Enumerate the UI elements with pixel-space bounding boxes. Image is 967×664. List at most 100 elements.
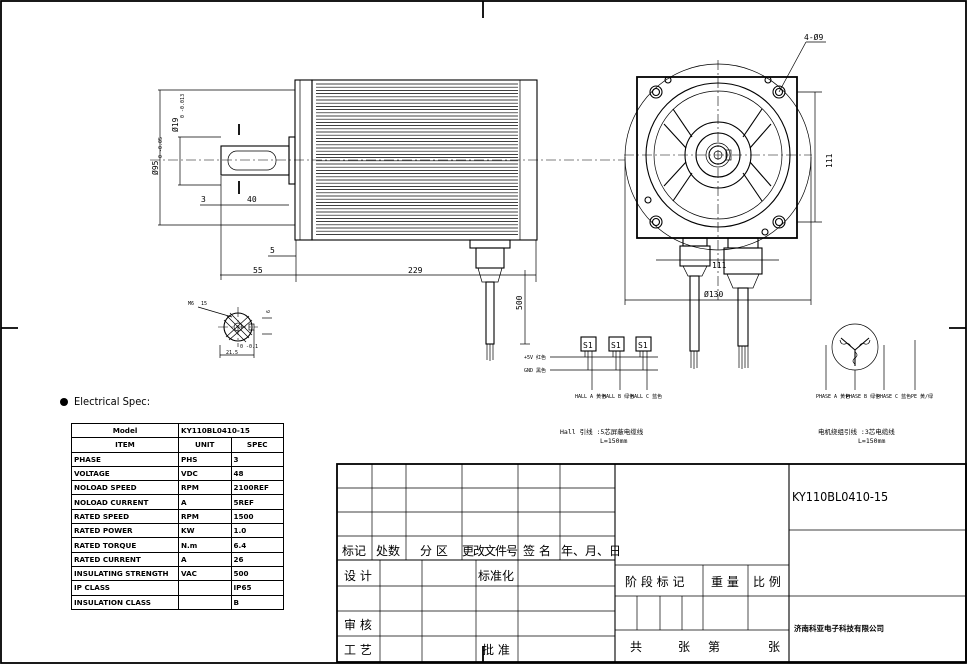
spec-unit: RPM [178,480,232,496]
motor-front-view: 4-Ø9 111 111 Ø130 [624,32,834,369]
dim-40: 40 [247,195,257,204]
spec-item: RATED SPEED [71,508,179,525]
phase-c-label: PHASE C 蓝色 [877,393,911,400]
spec-item: RATED CURRENT [71,551,179,567]
spec-col-unit: UNIT [178,437,232,453]
spec-item: NOLOAD SPEED [71,480,179,496]
hall-gnd-label: GND 黑色 [524,367,546,374]
spec-unit: N.m [178,537,232,553]
spec-unit: VAC [178,565,232,582]
spec-unit: RPM [178,508,232,525]
spec-item: INSULATION CLASS [71,594,179,610]
dim-500: 500 [515,295,524,310]
dim-3: 3 [201,195,206,204]
hall-caption: Hall 引线 :5芯屏蔽电缆线 [560,427,644,436]
spec-col-spec: SPEC [230,437,284,453]
hall-wiring-diagram: S1 S1 S1 +5V 红色 GND 黑色 HALL A 黄色 HALL B … [524,336,662,445]
tb-gongyi: 工 艺 [344,643,372,657]
spec-item: RATED POWER [71,523,179,539]
hall-caption-length: L=150mm [600,437,627,445]
hall-b-label: HALL B 绿色 [603,393,634,400]
tb-jieduan: 阶 段 标 记 [625,575,685,589]
spec-value: 26 [230,551,284,567]
pe-label: PE 黄/绿 [911,393,933,400]
spec-model-label: Model [71,422,179,439]
spec-item: RATED TORQUE [71,537,179,553]
motor-side-view: Ø19 0 -0.013 Ø95 0 -0.05 3 40 5 55 229 5… [150,79,625,361]
hall-a-label: HALL A 黄色 [575,393,606,400]
dim-130: Ø130 [704,289,723,299]
hall-sensor-3: S1 [638,341,648,350]
tb-company: 济南科亚电子科技有限公司 [794,624,884,633]
bullet-icon [60,398,68,406]
spec-value: 1500 [230,508,284,525]
title-block-grid [336,463,967,663]
spec-unit: A [178,551,232,567]
dim-thread: M6 [188,301,194,307]
tb-chushu: 处数 [376,544,401,558]
dim-5: 5 [270,246,275,255]
dim-55: 55 [253,266,263,275]
tb-fenqu: 分 区 [420,544,448,558]
dim-key-height-tol: 0 -0.1 [240,344,258,350]
spec-item: VOLTAGE [71,465,179,482]
spec-unit: PHS [178,451,232,467]
hall-plus5v-label: +5V 红色 [524,354,546,361]
dim-holes: 4-Ø9 [804,32,823,42]
spec-item: INSULATING STRENGTH [71,565,179,582]
dim-thread-depth: 15 [201,301,207,307]
dim-111-horizontal: 111 [712,261,727,270]
electrical-spec-heading: Electrical Spec: [60,395,150,408]
tb-gengai: 更改文件号 [462,544,518,558]
spec-unit: VDC [178,465,232,482]
spec-unit: KW [178,523,232,539]
phase-a-label: PHASE A 黄色 [816,393,850,400]
dim-key-height: 21.5 [226,350,238,356]
tb-bili: 比 例 [753,575,781,589]
motor-winding-diagram: PHASE A 黄色 PHASE B 绿色 PHASE C 蓝色 PE 黄/绿 … [816,323,933,445]
spec-value: B [230,594,284,610]
dim-flange-dia: Ø95 [150,160,160,175]
tb-zhongliang: 重 量 [711,575,739,589]
spec-unit [178,580,232,596]
spec-value: 2100REF [230,480,284,496]
motor-caption-length: L=150mm [858,437,885,445]
spec-header-row: ITEM UNIT SPEC [71,437,284,453]
tb-qianming: 签 名 [523,544,551,558]
tb-zhang2: 张 [768,640,781,654]
dim-flange-dia-tol: 0 -0.05 [158,137,164,158]
hall-c-label: HALL C 蓝色 [631,393,662,400]
spec-unit [178,594,232,610]
spec-item: NOLOAD CURRENT [71,494,179,510]
spec-row: INSULATION CLASS B [71,594,284,610]
tb-gong: 共 [630,640,643,654]
hall-sensor-2: S1 [611,341,621,350]
tb-pizhun: 批 准 [482,643,510,657]
spec-model-row: Model KY110BL0410-15 [71,422,284,439]
dim-shaft-dia: Ø19 [170,117,180,132]
dim-shaft-dia-tol: 0 -0.013 [180,94,186,118]
spec-value: IP65 [230,580,284,596]
tb-biaozhunhua: 标准化 [478,569,515,583]
dim-111-vertical: 111 [825,153,834,168]
tb-sheji: 设 计 [344,569,372,583]
electrical-spec-title: Electrical Spec: [74,395,151,408]
motor-caption: 电机绕组引线 :3芯电缆线 [818,427,895,436]
hall-sensor-1: S1 [583,341,593,350]
spec-value: 5REF [230,494,284,510]
spec-item: PHASE [71,451,179,467]
spec-unit: A [178,494,232,510]
tb-shenhe: 审 核 [344,618,372,632]
spec-value: 6.4 [230,537,284,553]
tb-biaoji: 标记 [342,544,367,558]
